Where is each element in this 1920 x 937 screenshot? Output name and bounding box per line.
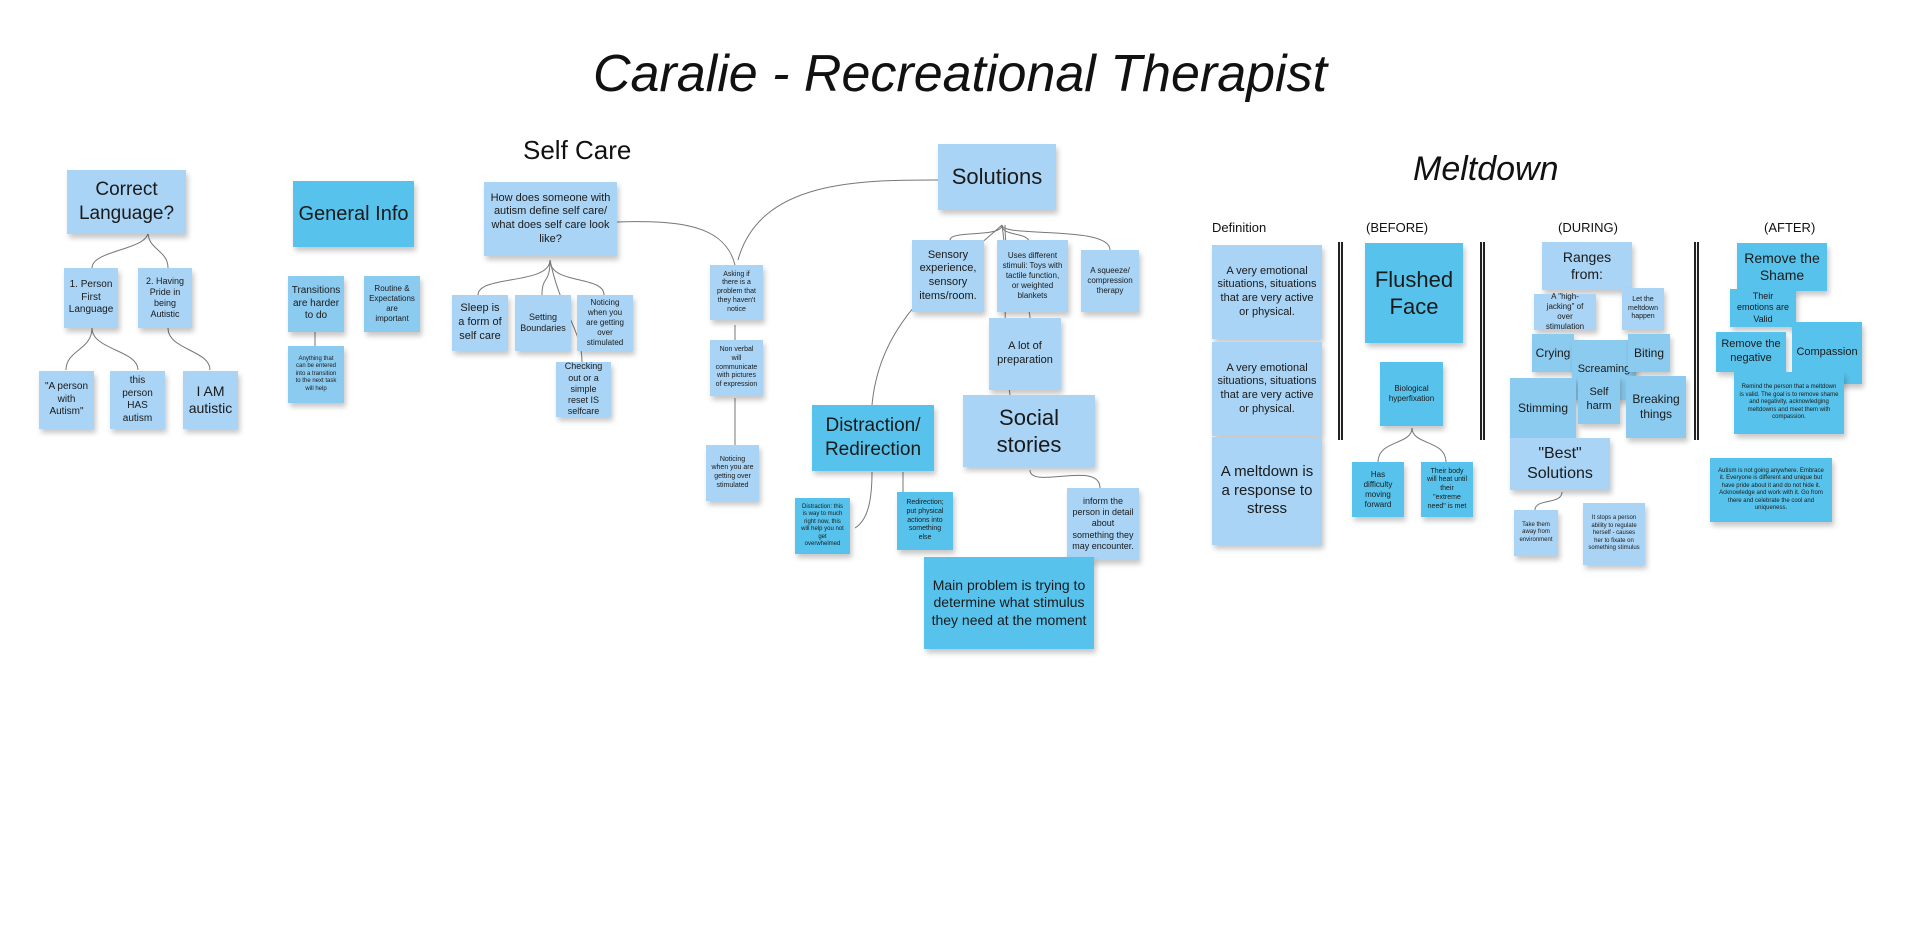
sticky-note-biting[interactable]: Biting xyxy=(1628,334,1670,372)
connector xyxy=(1029,469,1101,489)
sticky-note-transitions[interactable]: Transitions are harder to do xyxy=(288,276,344,332)
self-care-heading: Self Care xyxy=(523,135,632,165)
sticky-note-correct-language[interactable]: Correct Language? xyxy=(67,170,186,234)
sticky-note-body-will-heat[interactable]: Their body will heat until their "extrem… xyxy=(1421,462,1473,517)
meltdown-heading: Meltdown xyxy=(1413,150,1559,188)
sticky-note-stops-person[interactable]: It stops a person ability to regulate he… xyxy=(1583,503,1645,565)
sticky-note-solutions[interactable]: Solutions xyxy=(938,144,1056,210)
sticky-note-emotions-valid[interactable]: Their emotions are Valid xyxy=(1730,289,1796,327)
sticky-note-checking-out[interactable]: Checking out or a simple reset IS selfca… xyxy=(556,361,611,417)
connector xyxy=(91,327,139,371)
connector xyxy=(1377,427,1413,463)
connector xyxy=(616,221,736,266)
connector xyxy=(147,231,169,269)
sticky-note-biological[interactable]: Biological hyperfixation xyxy=(1380,362,1443,426)
sticky-note-having-pride[interactable]: 2. Having Pride in being Autistic xyxy=(138,268,192,328)
sticky-note-social-stories[interactable]: Social stories xyxy=(963,395,1095,467)
sticky-note-flushed-face[interactable]: Flushed Face xyxy=(1365,243,1463,343)
sticky-note-squeeze-therapy[interactable]: A squeeze/ compression therapy xyxy=(1081,250,1139,312)
sticky-note-distraction-detail[interactable]: Distraction: this is way to much right n… xyxy=(795,498,850,554)
sticky-note-ranges-from[interactable]: Ranges from: xyxy=(1542,242,1632,290)
sticky-note-general-info[interactable]: General Info xyxy=(293,181,414,247)
sticky-note-a-person-with-autism[interactable]: "A person with Autism" xyxy=(39,371,94,429)
sticky-note-uses-different-stimuli[interactable]: Uses different stimuli: Toys with tactil… xyxy=(997,240,1068,312)
sticky-note-sensory-experience[interactable]: Sensory experience, sensory items/room. xyxy=(912,240,984,312)
sticky-note-definition-2[interactable]: A very emotional situations, situations … xyxy=(1212,342,1322,436)
connector xyxy=(65,327,93,371)
sticky-note-crying[interactable]: Crying xyxy=(1532,334,1574,372)
connector xyxy=(549,259,605,296)
sticky-note-breaking-things[interactable]: Breaking things xyxy=(1626,376,1686,438)
sticky-note-definition-1[interactable]: A very emotional situations, situations … xyxy=(1212,245,1322,339)
column-divider xyxy=(1338,242,1343,440)
sticky-note-sleep[interactable]: Sleep is a form of self care xyxy=(452,295,508,351)
sticky-note-stimming[interactable]: Stimming xyxy=(1510,378,1576,438)
sticky-note-remind-person[interactable]: Remind the person that a meltdown is val… xyxy=(1734,372,1844,434)
sticky-note-asking-problem[interactable]: Asking if there is a problem that they h… xyxy=(710,265,763,320)
sticky-note-non-verbal[interactable]: Non verbal will communicate with picture… xyxy=(710,340,763,396)
sticky-note-this-person-has-autism[interactable]: this person HAS autism xyxy=(110,371,165,429)
sticky-note-routine[interactable]: Routine & Expectations are important xyxy=(364,276,420,332)
sticky-note-take-away[interactable]: Take them away from environment xyxy=(1514,510,1558,556)
board-title: Caralie - Recreational Therapist xyxy=(592,45,1328,103)
sticky-note-high-jacking[interactable]: A "high-jacking" of over stimulation xyxy=(1534,292,1596,331)
connector xyxy=(1534,491,1563,511)
connector xyxy=(477,259,551,296)
connector xyxy=(854,471,873,529)
sticky-note-distraction-redirection[interactable]: Distraction/ Redirection xyxy=(812,405,934,471)
sticky-note-person-first[interactable]: 1. Person First Language xyxy=(64,268,118,328)
sticky-note-remove-shame[interactable]: Remove the Shame xyxy=(1737,243,1827,291)
before-column-label: (BEFORE) xyxy=(1366,220,1429,235)
column-divider xyxy=(1480,242,1485,440)
sticky-note-noticing-stimulated-1[interactable]: Noticing when you are getting over stimu… xyxy=(577,295,633,351)
sticky-note-redirection-detail[interactable]: Redirection; put physical actions into s… xyxy=(897,492,953,550)
sticky-note-autism-not-going[interactable]: Autism is not going anywhere. Embrace it… xyxy=(1710,458,1832,522)
sticky-note-preparation[interactable]: A lot of preparation xyxy=(989,318,1061,390)
sticky-note-noticing-stimulated-2[interactable]: Noticing when you are getting over stimu… xyxy=(706,445,759,501)
connector xyxy=(91,231,149,269)
sticky-note-anything-entered[interactable]: Anything that can be entered into a tran… xyxy=(288,346,344,403)
connector xyxy=(541,259,551,296)
connector xyxy=(949,224,1003,241)
sticky-note-remove-negative[interactable]: Remove the negative xyxy=(1716,332,1786,372)
column-divider xyxy=(1694,242,1699,440)
connector xyxy=(1411,427,1447,463)
sticky-note-self-care-question[interactable]: How does someone with autism define self… xyxy=(484,182,617,256)
sticky-note-inform-person[interactable]: inform the person in detail about someth… xyxy=(1067,488,1139,560)
sticky-note-setting-boundaries[interactable]: Setting Boundaries xyxy=(515,295,571,351)
connector xyxy=(167,327,211,371)
connector xyxy=(737,179,939,261)
sticky-note-let-meltdown[interactable]: Let the meltdown happen xyxy=(1622,288,1664,330)
sticky-note-main-problem[interactable]: Main problem is trying to determine what… xyxy=(924,557,1094,649)
sticky-note-i-am-autistic[interactable]: I AM autistic xyxy=(183,371,238,429)
after-column-label: (AFTER) xyxy=(1764,220,1816,235)
during-column-label: (DURING) xyxy=(1558,220,1618,235)
sticky-note-definition-3[interactable]: A meltdown is a response to stress xyxy=(1212,437,1322,545)
sticky-note-self-harm[interactable]: Self harm xyxy=(1578,376,1620,424)
definition-column-label: Definition xyxy=(1212,220,1267,235)
sticky-note-difficulty-moving[interactable]: Has difficulty moving forward xyxy=(1352,462,1404,517)
sticky-note-best-solutions[interactable]: "Best" Solutions xyxy=(1510,438,1610,490)
